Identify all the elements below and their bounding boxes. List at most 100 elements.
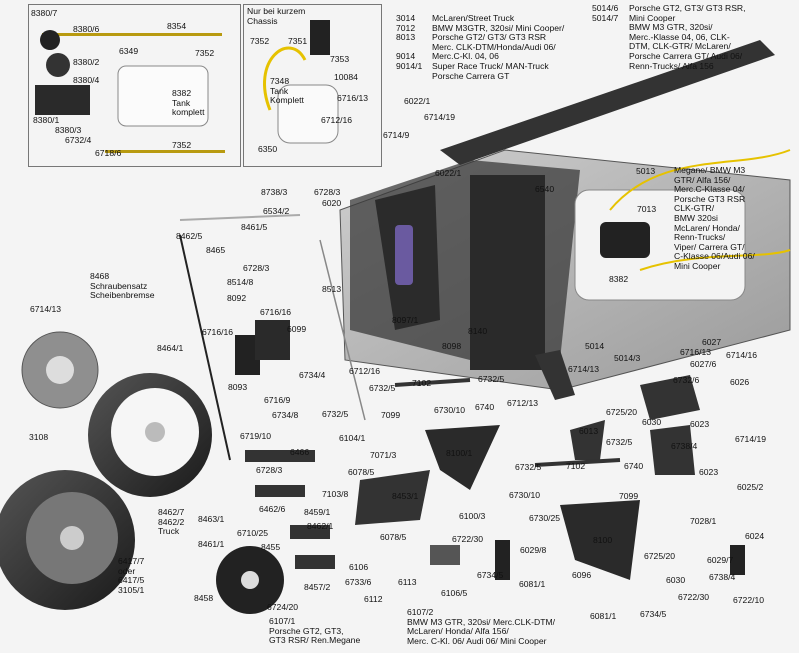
part-number-label: 6716/9	[264, 395, 291, 405]
part-number-label: 8513	[322, 284, 342, 294]
part-number-label: 8463/1	[198, 514, 225, 524]
part-number-label: 6714/13	[568, 364, 600, 374]
callout-6350: 6350	[258, 144, 278, 154]
part-number-label: 6714/9	[383, 130, 410, 140]
part-number-label: 7071/3	[370, 450, 397, 460]
part-number-label: 8092	[227, 293, 247, 303]
part-number-label: 6096	[572, 570, 592, 580]
callout-8382-tank: 8382 Tank komplett	[172, 88, 205, 118]
note-brake-screw-set: 8468 Schraubensatz Scheibenbremse	[90, 271, 155, 301]
part-number-label: 8100	[593, 535, 613, 545]
part-number-label: 6013	[579, 426, 599, 436]
brake-link	[290, 525, 330, 539]
inset-tank-rod	[105, 150, 225, 153]
part-number-label: 8455	[261, 542, 281, 552]
inset-fuel-line	[263, 46, 307, 111]
part-number-label: 6719/10	[240, 431, 272, 441]
part-number-label: 6732/5	[369, 383, 396, 393]
part-number-label: 5014/3	[614, 353, 641, 363]
rod	[394, 378, 471, 387]
shock-absorber	[395, 225, 413, 285]
callout-7013: 7013	[637, 204, 657, 214]
part-number-label: 6714/16	[726, 350, 758, 360]
callout-6349: 6349	[119, 46, 139, 56]
callout-6718-6: 6718/6	[95, 148, 122, 158]
part-number-label: 6740	[475, 402, 495, 412]
mount-block	[255, 320, 290, 360]
part-number-label: 6462/6	[259, 504, 286, 514]
part-number-label: 6732/5	[322, 409, 349, 419]
part-number-label: 6722/30	[452, 534, 484, 544]
top-brace	[440, 40, 775, 165]
part-number-label: 6106	[349, 562, 369, 572]
part-number-label: 8461/1	[198, 539, 225, 549]
wire	[319, 239, 366, 421]
brake-link	[255, 485, 305, 497]
callout-8380-6: 8380/6	[73, 24, 100, 34]
fuel-tank-lid	[600, 222, 650, 258]
note-codes-5014: 5014/6 5014/7	[592, 3, 619, 23]
part-number-label: 8462/1	[307, 521, 334, 531]
callout-8380-1: 8380/1	[33, 115, 60, 125]
part-number-label: 6100/3	[459, 511, 486, 521]
inset-tank-short	[277, 84, 339, 144]
part-number-label: 8093	[228, 382, 248, 392]
brake-hub	[21, 331, 99, 409]
callout-7352-c: 7352	[250, 36, 270, 46]
part-number-label: 6027/6	[690, 359, 717, 369]
part-number-label: 6716/16	[260, 307, 292, 317]
note-wheel-options: 6417/7 oder 6417/5 3105/1	[118, 556, 145, 595]
callout-8380-2: 8380/2	[73, 57, 100, 67]
part-number-label: 6730/25	[529, 513, 561, 523]
part-number-label: 6714/13	[30, 304, 62, 314]
post-bracket	[570, 420, 605, 460]
hub-carrier	[355, 470, 430, 525]
part-number-label: 7099	[619, 491, 639, 501]
callout-7353: 7353	[330, 54, 350, 64]
part-number-label: 6029/8	[520, 545, 547, 555]
part-number-label: 8462/5	[176, 231, 203, 241]
part-number-label: 6740	[624, 461, 644, 471]
part-number-label: 6732/5	[606, 437, 633, 447]
fuel-line	[639, 249, 791, 271]
part-number-label: 3108	[29, 432, 49, 442]
part-number-label: 6716/16	[202, 327, 234, 337]
part-number-label: 6725/20	[644, 551, 676, 561]
a-arm	[425, 425, 500, 490]
part-number-label: 7099	[381, 410, 401, 420]
callout-8380-3: 8380/3	[55, 125, 82, 135]
part-number-label: 6732/5	[478, 374, 505, 384]
battery-tray	[470, 175, 545, 370]
part-number-label: 6466	[290, 447, 310, 457]
part-number-label: 6540	[535, 184, 555, 194]
part-number-label: 6732/6	[673, 375, 700, 385]
rod	[534, 458, 621, 467]
part-number-label: 6081/1	[519, 579, 546, 589]
part-number-label: 8098	[442, 341, 462, 351]
callout-8380-4: 8380/4	[73, 75, 100, 85]
part-number-label: 6722/10	[733, 595, 765, 605]
part-number-label: 6732/5	[515, 462, 542, 472]
part-number-label: 6730/10	[509, 490, 541, 500]
part-number-label: 6024	[745, 531, 765, 541]
wheel-rear	[0, 470, 135, 610]
part-number-label: 6078/5	[348, 467, 375, 477]
callout-7351: 7351	[288, 36, 308, 46]
note-6107-1: 6107/1 Porsche GT2, GT3, GT3 RSR/ Ren.Me…	[269, 616, 361, 646]
part-number-label: 8100/1	[446, 448, 473, 458]
inset-tank-box	[117, 65, 209, 127]
part-number-label: 6022/1	[435, 168, 462, 178]
drive-cup	[730, 545, 745, 575]
part-number-label: 8458	[194, 593, 214, 603]
part-number-label: 6734/5	[640, 609, 667, 619]
part-number-label: 6030	[642, 417, 662, 427]
part-number-label: 6725/20	[606, 407, 638, 417]
knuckle-arm	[650, 425, 695, 475]
spacer	[430, 545, 460, 565]
part-number-label: 6534/2	[263, 206, 290, 216]
note-models-5014: Porsche GT2, GT3/ GT3 RSR, Mini Cooper B…	[629, 3, 746, 71]
inset-note-short-chassis: Nur bei kurzem Chassis	[247, 6, 306, 26]
part-number-label: 8465	[206, 245, 226, 255]
wheel-front	[88, 373, 212, 497]
